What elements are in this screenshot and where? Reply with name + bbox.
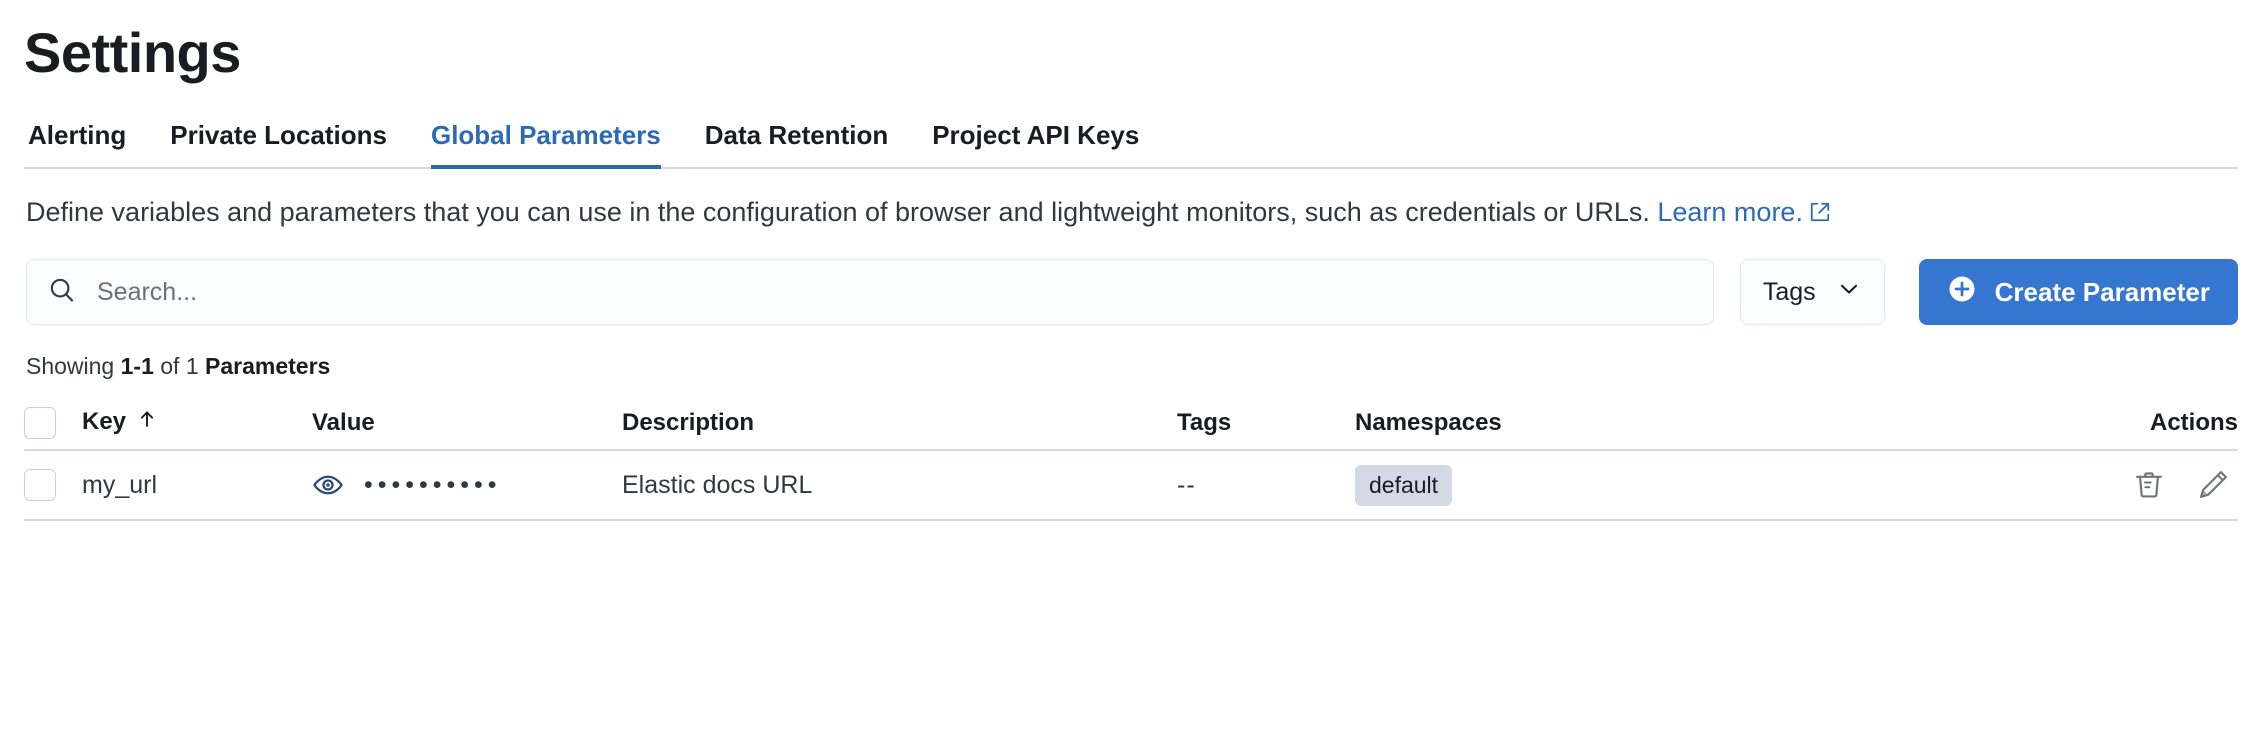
header-select-all [24, 396, 82, 452]
external-link-icon [1809, 197, 1831, 232]
tab-data-retention[interactable]: Data Retention [704, 119, 889, 150]
table-row: my_url •••••••••• Elastic docs URL -- de… [24, 450, 2238, 522]
row-key-cell: my_url [82, 450, 312, 522]
showing-prefix: Showing [26, 353, 121, 380]
select-all-checkbox[interactable] [24, 406, 56, 439]
page-title: Settings [24, 21, 241, 84]
search-icon [47, 275, 77, 310]
tab-private-locations[interactable]: Private Locations [170, 119, 387, 150]
chevron-down-icon [1836, 276, 1862, 309]
tabs-bar: Alerting Private Locations Global Parame… [24, 120, 2238, 169]
controls-row: Tags Create Parameter [24, 259, 2238, 326]
create-parameter-label: Create Parameter [1994, 276, 2210, 307]
header-namespaces[interactable]: Namespaces [1355, 396, 1998, 452]
tab-list: Alerting Private Locations Global Parame… [24, 119, 2238, 169]
header-tags[interactable]: Tags [1177, 396, 1355, 452]
showing-noun: Parameters [198, 353, 331, 380]
masked-value: •••••••••• [364, 470, 502, 499]
parameters-table: Key Value Description Tags Namespaces Ac… [24, 396, 2238, 522]
value-cell-content: •••••••••• [312, 469, 622, 501]
trash-icon[interactable] [2132, 468, 2166, 502]
row-description-cell: Elastic docs URL [622, 450, 1177, 522]
row-value-cell: •••••••••• [312, 450, 622, 522]
showing-of: of [153, 353, 186, 380]
arrow-up-icon [136, 408, 158, 437]
pencil-icon[interactable] [2196, 468, 2230, 502]
row-tags-value: -- [1177, 470, 1196, 499]
row-actions [1998, 468, 2238, 502]
header-key-label: Key [82, 408, 127, 436]
learn-more-link[interactable]: Learn more. [1657, 196, 1803, 227]
header-value-label: Value [312, 408, 375, 436]
header-description-label: Description [622, 408, 755, 436]
page-description: Define variables and parameters that you… [24, 195, 2238, 232]
row-select-cell [24, 450, 82, 522]
plus-circle-icon [1947, 274, 1977, 311]
tags-filter-label: Tags [1762, 277, 1816, 306]
header-value[interactable]: Value [312, 396, 622, 452]
row-actions-cell [1998, 450, 2238, 522]
create-parameter-button[interactable]: Create Parameter [1918, 259, 2238, 326]
tab-global-parameters[interactable]: Global Parameters [409, 120, 683, 169]
table-header-row: Key Value Description Tags Namespaces Ac… [24, 396, 2238, 452]
table-body: my_url •••••••••• Elastic docs URL -- de… [24, 450, 2238, 522]
search-input[interactable] [95, 260, 1693, 325]
row-checkbox[interactable] [24, 469, 56, 502]
tags-filter-button[interactable]: Tags [1739, 259, 1885, 326]
header-description[interactable]: Description [622, 396, 1177, 452]
header-actions-label: Actions [2149, 408, 2238, 436]
header-actions: Actions [1998, 396, 2238, 452]
tab-project-api-keys[interactable]: Project API Keys [932, 119, 1140, 150]
eye-icon[interactable] [312, 469, 344, 501]
row-namespaces-cell: default [1355, 450, 1998, 522]
description-text: Define variables and parameters that you… [26, 196, 1658, 227]
search-field[interactable] [26, 259, 1714, 326]
row-tags-cell: -- [1177, 450, 1355, 522]
showing-total: 1 [185, 353, 199, 380]
tab-alerting[interactable]: Alerting [28, 119, 127, 150]
namespace-badge: default [1355, 465, 1453, 506]
showing-range: 1-1 [120, 353, 154, 380]
table-header: Key Value Description Tags Namespaces Ac… [24, 396, 2238, 452]
header-tags-label: Tags [1177, 408, 1232, 436]
results-count: Showing 1-1 of 1 Parameters [24, 353, 2238, 380]
header-key[interactable]: Key [82, 396, 312, 452]
header-namespaces-label: Namespaces [1355, 408, 1502, 436]
